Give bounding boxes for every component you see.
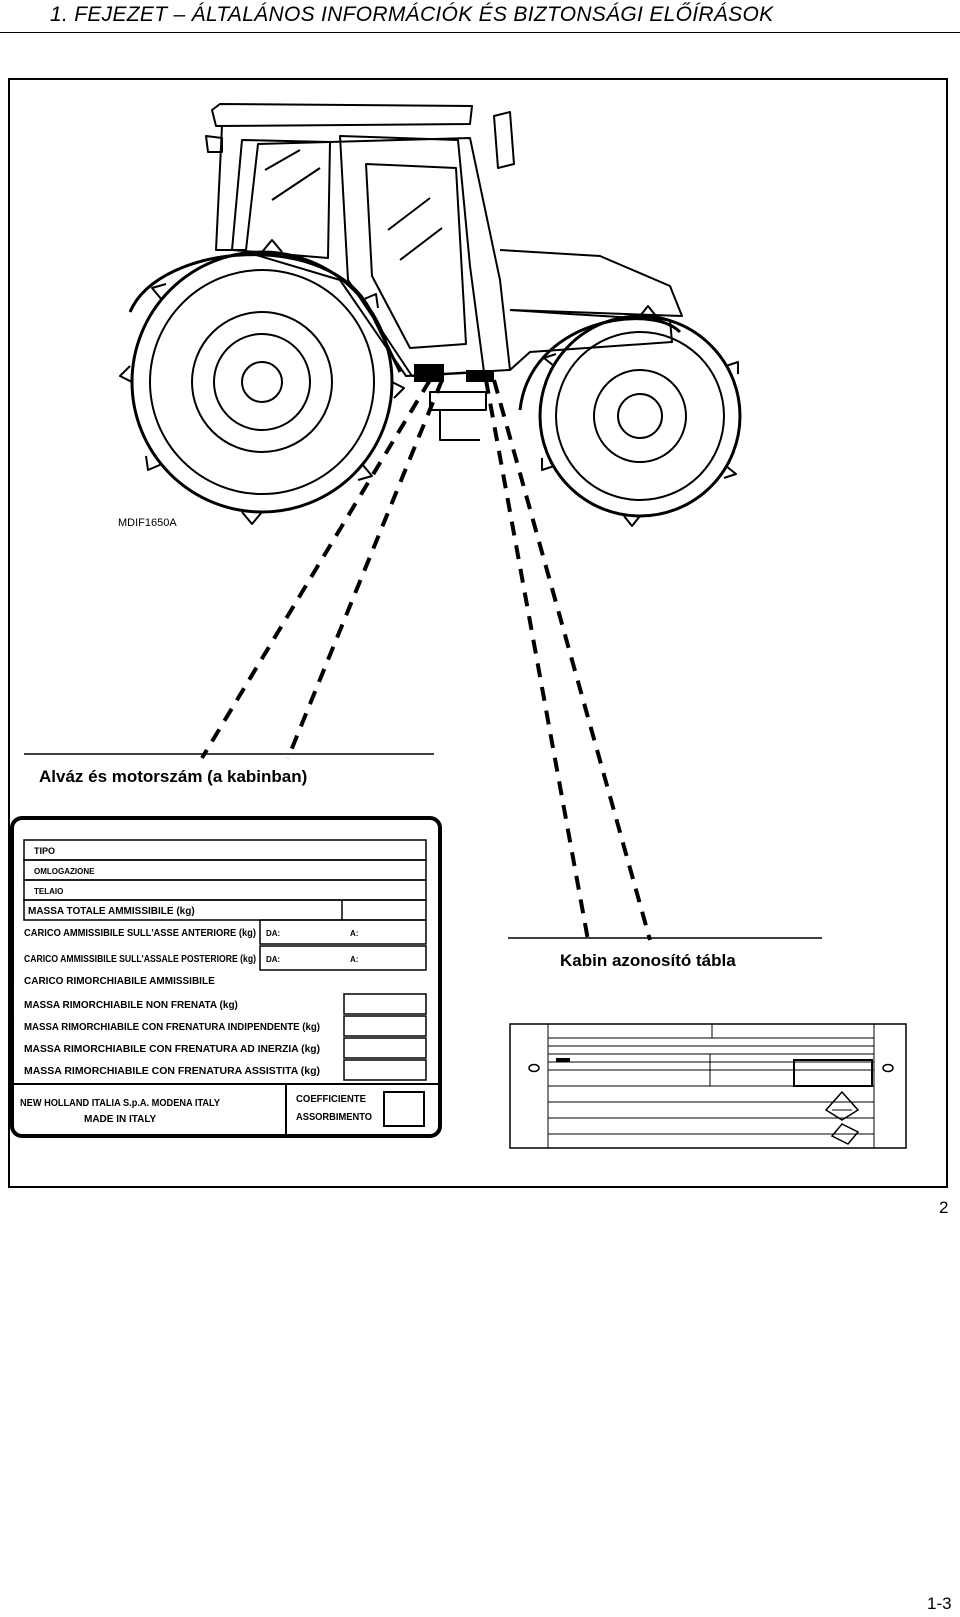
plate-mass-line: MASSA RIMORCHIABILE CON FRENATURA AD INE… <box>24 1044 320 1055</box>
plate-row-telaio: TELAIO <box>34 887 63 896</box>
page-number: 1-3 <box>927 1594 952 1613</box>
plate-mass-line: CARICO RIMORCHIABILE AMMISSIBILE <box>24 976 215 987</box>
plate-a-1: A: <box>350 929 358 938</box>
plate-made-in: MADE IN ITALY <box>84 1114 157 1125</box>
figure-drawing: MDIF1650A Alváz és motorszám (a kabinban… <box>10 103 907 1149</box>
figure-frame: MDIF1650A Alváz és motorszám (a kabinban… <box>8 78 948 1188</box>
plate-mass-line: MASSA TOTALE AMMISSIBILE (kg) <box>28 906 195 917</box>
tractor-illustration <box>119 103 742 527</box>
plate-mass-line: MASSA RIMORCHIABILE NON FRENATA (kg) <box>24 1000 238 1011</box>
plate-row-tipo: TIPO <box>34 846 55 856</box>
plate-mass-line: CARICO AMMISSIBILE SULL'ASSALE POSTERIOR… <box>24 954 256 965</box>
plate-maker: NEW HOLLAND ITALIA S.p.A. MODENA ITALY <box>20 1098 220 1109</box>
leader-lines <box>200 378 652 941</box>
plate-a-2: A: <box>350 955 358 964</box>
chassis-plate: TIPO OMLOGAZIONE TELAIO MASSA TOTALE AMM… <box>10 816 442 1138</box>
header-rule <box>0 32 960 33</box>
plate-mass-line: MASSA RIMORCHIABILE CON FRENATURA ASSIST… <box>24 1066 320 1077</box>
page-header: 1. FEJEZET – ÁLTALÁNOS INFORMÁCIÓK ÉS BI… <box>0 0 960 34</box>
chassis-caption: Alváz és motorszám (a kabinban) <box>39 767 307 786</box>
figure-number: 2 <box>939 1198 949 1217</box>
plate-mass-line: CARICO AMMISSIBILE SULL'ASSE ANTERIORE (… <box>24 928 256 939</box>
plate-absorption: ASSORBIMENTO <box>296 1112 372 1123</box>
plate-da-2: DA: <box>266 955 280 964</box>
drawing-code: MDIF1650A <box>118 517 177 529</box>
plate-mass-line: MASSA RIMORCHIABILE CON FRENATURA INDIPE… <box>24 1022 320 1033</box>
cab-plate <box>509 1023 907 1149</box>
cab-caption: Kabin azonosító tábla <box>560 951 736 970</box>
plate-coefficient: COEFFICIENTE <box>296 1094 366 1105</box>
plate-row-omologazione: OMLOGAZIONE <box>34 867 95 876</box>
chapter-title: 1. FEJEZET – ÁLTALÁNOS INFORMÁCIÓK ÉS BI… <box>50 3 774 26</box>
plate-da-1: DA: <box>266 929 280 938</box>
